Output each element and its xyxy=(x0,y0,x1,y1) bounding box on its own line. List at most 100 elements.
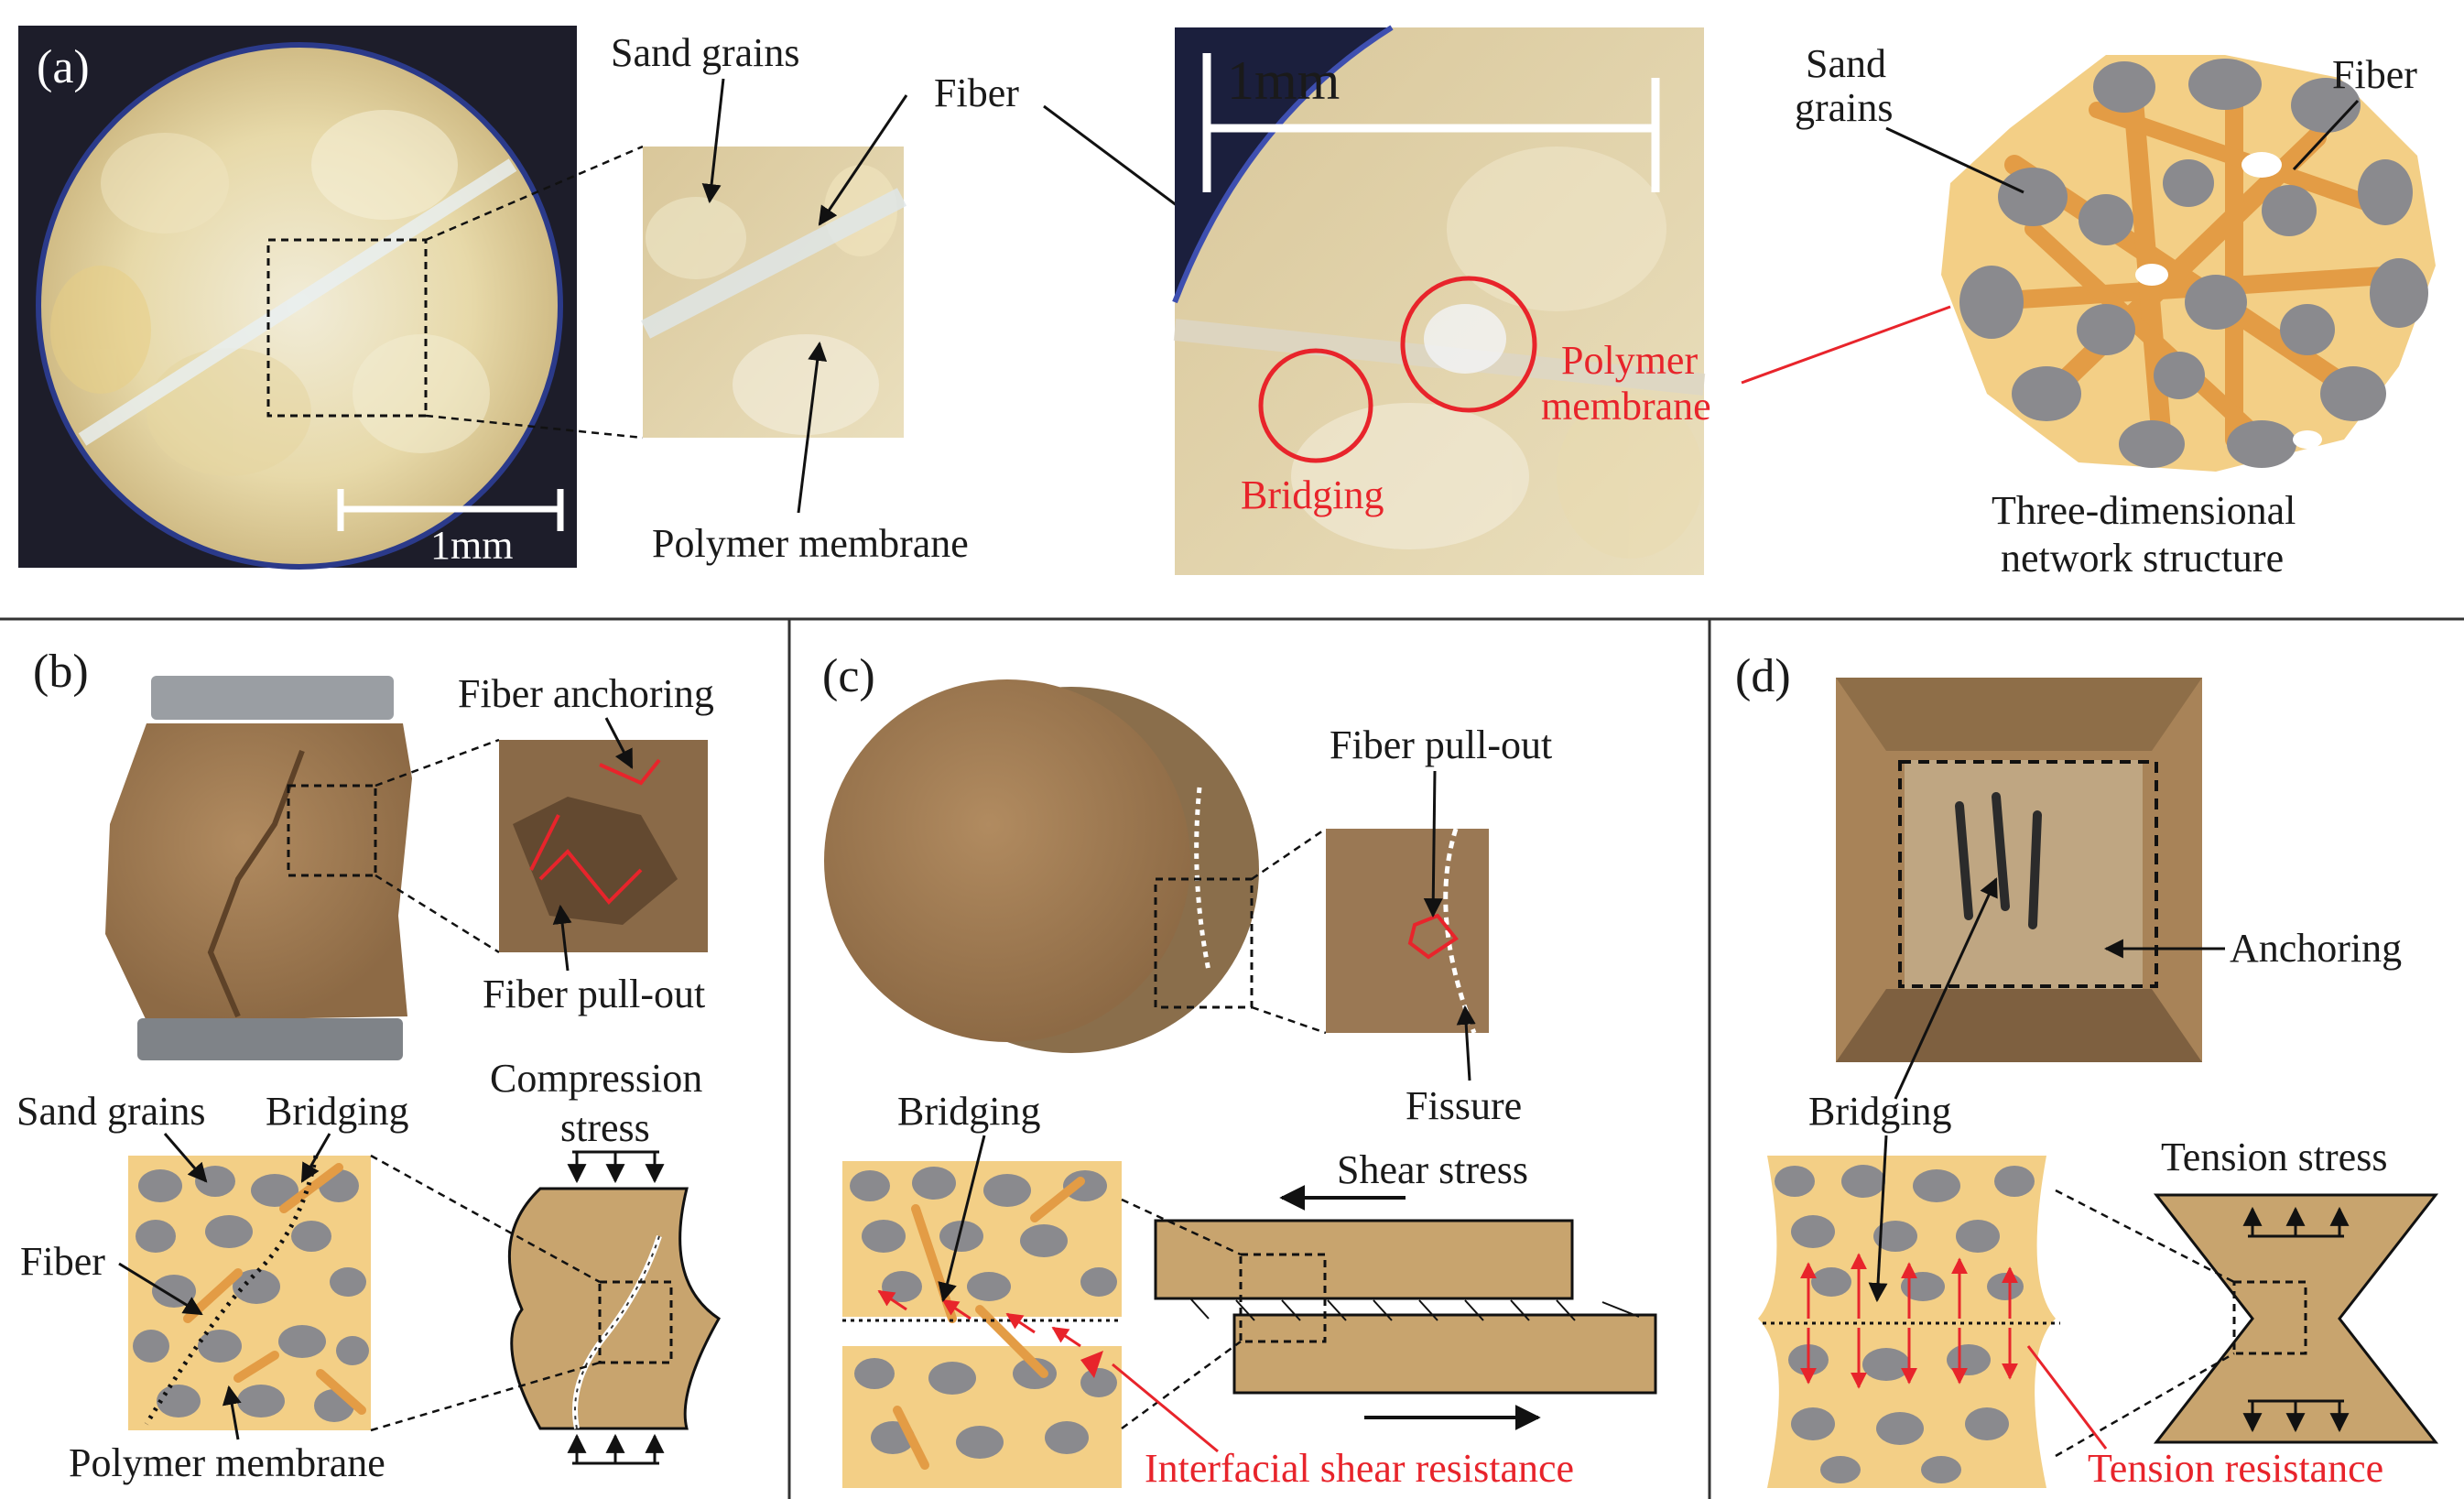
scale-label-right: 1mm xyxy=(1227,50,1340,111)
micrograph-inset-fiber xyxy=(640,188,907,339)
specimen-c-inset xyxy=(1326,829,1489,1033)
label-anchoring-d: Anchoring xyxy=(2230,926,2402,971)
red-pointer-network xyxy=(1741,305,1951,385)
arrow-bridging-d-top xyxy=(1894,877,1998,1100)
arrow-polymer-membrane-a xyxy=(797,341,828,514)
arrow-sand-grains-a xyxy=(701,78,725,204)
arrow-fiber-a-inset xyxy=(818,94,908,226)
zoom-connector-b2-top xyxy=(370,1154,601,1284)
label-sand-grains-net-1: Sand xyxy=(1806,41,1886,86)
label-fiber-net: Fiber xyxy=(2332,52,2417,97)
label-fiber-anchoring-b: Fiber anchoring xyxy=(458,671,714,716)
zoom-connector-b2-bottom xyxy=(370,1361,601,1432)
label-fiber-pullout-c: Fiber pull-out xyxy=(1330,722,1552,767)
label-fissure-c: Fissure xyxy=(1406,1083,1522,1128)
polymer-membrane-blob xyxy=(1424,304,1506,374)
panel-tag-c: (c) xyxy=(822,650,875,702)
micrograph-middle-grains xyxy=(1291,147,1703,559)
schematic-c-red-head xyxy=(1080,1351,1103,1378)
label-network-2: network structure xyxy=(2001,536,2284,581)
line-fiber-net xyxy=(2292,99,2360,171)
specimen-d-clamp-bottom xyxy=(1836,989,2202,1062)
arrow-polymer-membrane-b xyxy=(222,1385,242,1440)
label-sand-grains-a: Sand grains xyxy=(611,30,800,75)
shear-block-top xyxy=(1154,1219,1574,1300)
network-grains xyxy=(1959,59,2428,468)
red-pointer-c xyxy=(1112,1363,1219,1453)
specimen-d-clamp-top xyxy=(1836,678,2202,751)
zoom-connector-d-top xyxy=(2055,1189,2235,1284)
zoom-connector-top xyxy=(425,145,644,242)
specimen-c-zoom-box xyxy=(1154,877,1254,1009)
panel-tag-b: (b) xyxy=(33,646,89,698)
arrow-fissure-c xyxy=(1456,1005,1476,1081)
label-polymer-membrane-b: Polymer membrane xyxy=(69,1440,385,1485)
tension-arrows-bottom xyxy=(2242,1399,2350,1433)
zoom-connector-b-bottom xyxy=(374,874,500,954)
schematic-d-grains xyxy=(1775,1165,2035,1483)
specimen-d-box xyxy=(1898,760,2158,988)
tension-arrows-top xyxy=(2242,1206,2350,1238)
zoom-connector-c-top xyxy=(1251,827,1327,881)
network-fibers xyxy=(1969,73,2408,457)
arrow-fiber-pullout-b xyxy=(552,904,572,972)
shear-zoom-box xyxy=(1239,1253,1327,1343)
specimen-b-crack xyxy=(207,749,305,1018)
label-sand-grains-net-2: grains xyxy=(1795,85,1894,130)
label-bridging-a: Bridging xyxy=(1241,473,1384,517)
panel-tag-a: (a) xyxy=(37,41,90,93)
micrograph-inset-detail xyxy=(646,165,897,435)
panel-c: (c) Fiber pull-out Fissure Bridging xyxy=(822,650,1657,1491)
zoom-connector-d-bottom xyxy=(2055,1352,2235,1458)
panel-a: 1mm (a) Sand grains Fiber Polymer membra… xyxy=(18,25,2436,581)
label-fiber-b: Fiber xyxy=(20,1239,105,1284)
compression-arrows-top xyxy=(567,1150,665,1184)
arrow-bridging-b xyxy=(300,1133,331,1183)
shear-interface xyxy=(1189,1298,1640,1321)
specimen-d-fibers xyxy=(1955,792,2042,929)
specimen-c-face xyxy=(824,679,1190,1042)
panel-d: (d) Anchoring Bridging xyxy=(1735,650,2439,1491)
tension-specimen xyxy=(2153,1193,2439,1444)
label-compression-2: stress xyxy=(560,1105,650,1150)
tension-zoom-box xyxy=(2232,1280,2307,1355)
arrow-fiber-anchoring-b xyxy=(604,717,634,769)
specimen-b-inset-detail xyxy=(513,758,678,925)
zoom-connector-c-bottom xyxy=(1251,1005,1327,1035)
micrograph-middle-rim xyxy=(1172,25,1394,304)
zoom-connector-bottom xyxy=(425,414,644,440)
arrow-fiber-b xyxy=(118,1262,203,1316)
label-tension-resistance: Tension resistance xyxy=(2088,1446,2383,1491)
compression-arrows-bottom xyxy=(567,1433,665,1465)
label-compression-1: Compression xyxy=(490,1056,702,1101)
compression-zoom-box xyxy=(598,1280,673,1364)
schematic-d-red-arrows xyxy=(1800,1253,2018,1389)
specimen-cap-top xyxy=(151,676,394,720)
specimen-c-inset-fissure xyxy=(1443,828,1477,1034)
label-tension-stress: Tension stress xyxy=(2161,1135,2387,1179)
micrograph-zoom-box xyxy=(266,238,428,418)
line-sand-grains-net xyxy=(1885,126,2024,194)
label-polymer-red-2: membrane xyxy=(1541,384,1711,429)
polymer-membrane-circle xyxy=(1400,276,1537,413)
network-structure xyxy=(1941,55,2436,472)
panel-b: (b) Fiber anchoring Fiber pull-out Sand … xyxy=(16,646,721,1485)
compression-specimen xyxy=(507,1187,721,1430)
arrow-fiber-pullout-c xyxy=(1423,770,1443,918)
label-bridging-c: Bridging xyxy=(897,1089,1040,1134)
micrograph-left-fiber xyxy=(78,158,517,446)
arrow-sand-grains-b xyxy=(163,1133,208,1183)
arrow-bridging-d xyxy=(1868,1135,1888,1303)
arrow-bridging-c xyxy=(938,1135,986,1303)
label-polymer-membrane-a: Polymer membrane xyxy=(652,521,969,566)
specimen-b-zoom-box xyxy=(287,784,377,877)
shear-block-bottom xyxy=(1232,1313,1657,1395)
label-network-1: Three-dimensional xyxy=(1992,488,2296,533)
zoom-connector-c2-top xyxy=(1121,1198,1242,1256)
label-sand-grains-b: Sand grains xyxy=(16,1089,206,1134)
bridging-circle xyxy=(1258,348,1373,463)
specimen-cap-bottom xyxy=(137,1018,403,1060)
panel-tag-d: (d) xyxy=(1735,650,1791,702)
scale-bar-left: 1mm xyxy=(337,489,564,568)
specimen-d-neck xyxy=(1905,760,2143,989)
